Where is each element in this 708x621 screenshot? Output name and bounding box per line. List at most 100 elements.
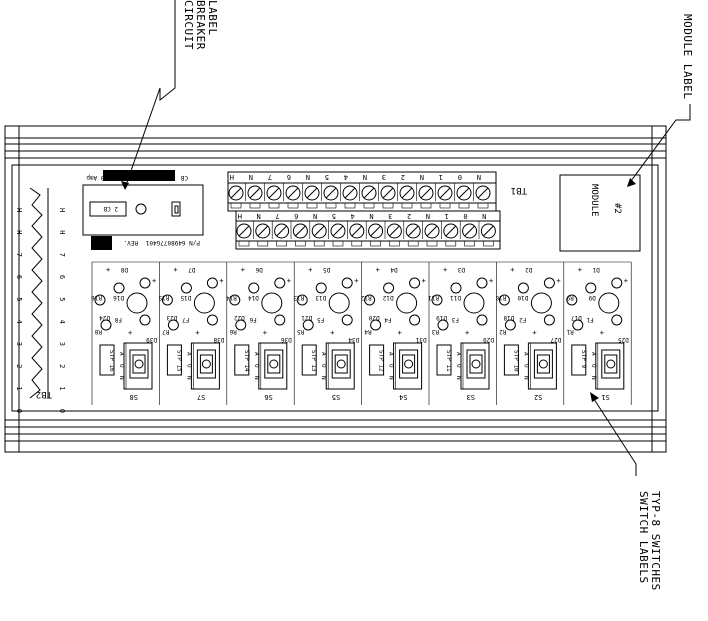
tb1-top-label-1: N	[249, 173, 253, 181]
switch-mark-n: N	[185, 376, 192, 380]
terminal-screw	[399, 185, 415, 209]
channel-d-diode: D34	[348, 336, 359, 343]
tb2-terminal-right-4: 5	[58, 297, 66, 301]
tb1-bottom-label-12: 0	[463, 212, 467, 220]
tb1-top-label-3: 6	[287, 173, 291, 181]
channel-r-side: R11	[428, 294, 439, 301]
module-label-box	[559, 174, 641, 252]
channel-d-top: D6	[255, 266, 263, 273]
channel-d-led: D15	[180, 294, 191, 301]
terminal-screw	[368, 223, 384, 247]
channel-d-led: D14	[248, 294, 259, 301]
terminal-screw	[292, 223, 308, 247]
switch-body	[460, 342, 490, 390]
tb2-terminal-right-3: 6	[58, 275, 66, 279]
breaker-number: 2 CB	[103, 205, 118, 212]
callout-circuit-breaker: CIRCUIT BREAKER LABEL	[121, 0, 219, 190]
diode-circle-bottom	[409, 314, 421, 326]
switch-actuator	[606, 359, 616, 369]
tb1-top-label-8: 3	[382, 173, 386, 181]
channel-d-diode: D25	[618, 336, 629, 343]
switch-designator: S6	[264, 393, 272, 401]
channel-r-side: R13	[293, 294, 304, 301]
channel-d-diode: D27	[550, 336, 561, 343]
terminal-screw	[386, 223, 402, 247]
channel-d-led: D13	[315, 294, 326, 301]
tb2-terminal-right-2: 7	[58, 253, 66, 257]
diode-circle-bottom	[139, 314, 151, 326]
switch-mark-a: A	[388, 352, 395, 356]
channel-d-led: D11	[450, 294, 461, 301]
terminal-screw	[330, 223, 346, 247]
channel-d-top: D8	[120, 266, 128, 273]
breaker-cb-tag: CB	[180, 174, 188, 181]
module-label-area: MODULE #2	[559, 174, 641, 252]
channel-d-diode: D31	[415, 336, 426, 343]
callout-switch-labels-line1: SWITCH LABELS	[637, 491, 650, 584]
plus-mark-bottom: +	[532, 329, 536, 337]
switch-body	[123, 342, 153, 390]
tb2-terminal-right-9: 0	[58, 409, 66, 413]
terminal-screw	[304, 185, 320, 209]
switch-actuator	[201, 359, 211, 369]
diode-circle	[274, 277, 286, 289]
terminal-screw	[462, 223, 478, 247]
module-label-line1: MODULE	[589, 184, 599, 217]
channel-d-bot: D22	[234, 314, 245, 321]
switch-mark-o: O	[320, 364, 327, 368]
terminal-screw	[437, 185, 453, 209]
terminal-screw	[255, 223, 271, 247]
diode-circle	[611, 277, 623, 289]
switch-label-strip	[166, 344, 182, 376]
channel-d-top: D1	[592, 266, 600, 273]
switch-mark-o: O	[590, 364, 597, 368]
switch-mark-a: A	[455, 352, 462, 356]
terminal-screw	[311, 223, 327, 247]
callout-switch-labels: SWITCH LABELS TYP-8 SWITCHES	[590, 392, 662, 591]
switch-designator: S1	[601, 393, 609, 401]
tb2-terminal-left-4: 5	[15, 297, 23, 301]
switch-mark-n: N	[522, 376, 529, 380]
diode-circle-bottom	[611, 314, 623, 326]
channel-d-diode: D36	[281, 336, 292, 343]
switch-actuator	[404, 359, 414, 369]
fuse-holder-circle	[126, 292, 148, 314]
tb1-top-label-11: 1	[439, 173, 443, 181]
plus-mark-diode: +	[219, 277, 223, 285]
resistor-circle	[431, 294, 443, 306]
tb2-terminal-left-6: 3	[15, 342, 23, 346]
resistor-circle-bottom	[167, 319, 179, 331]
switch-body	[258, 342, 288, 390]
channel-r-bot: R8	[94, 328, 102, 335]
plus-mark-diode: +	[287, 277, 291, 285]
channel-fuse: F2	[519, 316, 527, 323]
tb1-top-label-0: H	[230, 173, 234, 181]
channel-d-bot: D17	[571, 314, 582, 321]
switch-mark-o: O	[455, 364, 462, 368]
plus-mark-diode: +	[556, 277, 560, 285]
led-circle	[585, 282, 597, 294]
fuse-holder-circle	[530, 292, 552, 314]
channel-d-top: D2	[525, 266, 533, 273]
resistor-circle-bottom	[370, 319, 382, 331]
diode-circle-bottom	[543, 314, 555, 326]
switch-stp-label: STP 15	[175, 350, 182, 372]
tb2-terminal-left-7: 2	[15, 364, 23, 368]
tb2-terminal-right-8: 1	[58, 386, 66, 390]
diode-circle-bottom	[341, 314, 353, 326]
callout-breaker: BREAKER	[194, 0, 207, 50]
resistor-circle	[364, 294, 376, 306]
switch-label-strip	[369, 344, 385, 376]
resistor-circle	[161, 294, 173, 306]
terminal-screw	[228, 185, 244, 209]
tb1-top-label-4: N	[306, 173, 310, 181]
channel-d-top: D5	[323, 266, 331, 273]
tb1-top-label-13: N	[477, 173, 481, 181]
